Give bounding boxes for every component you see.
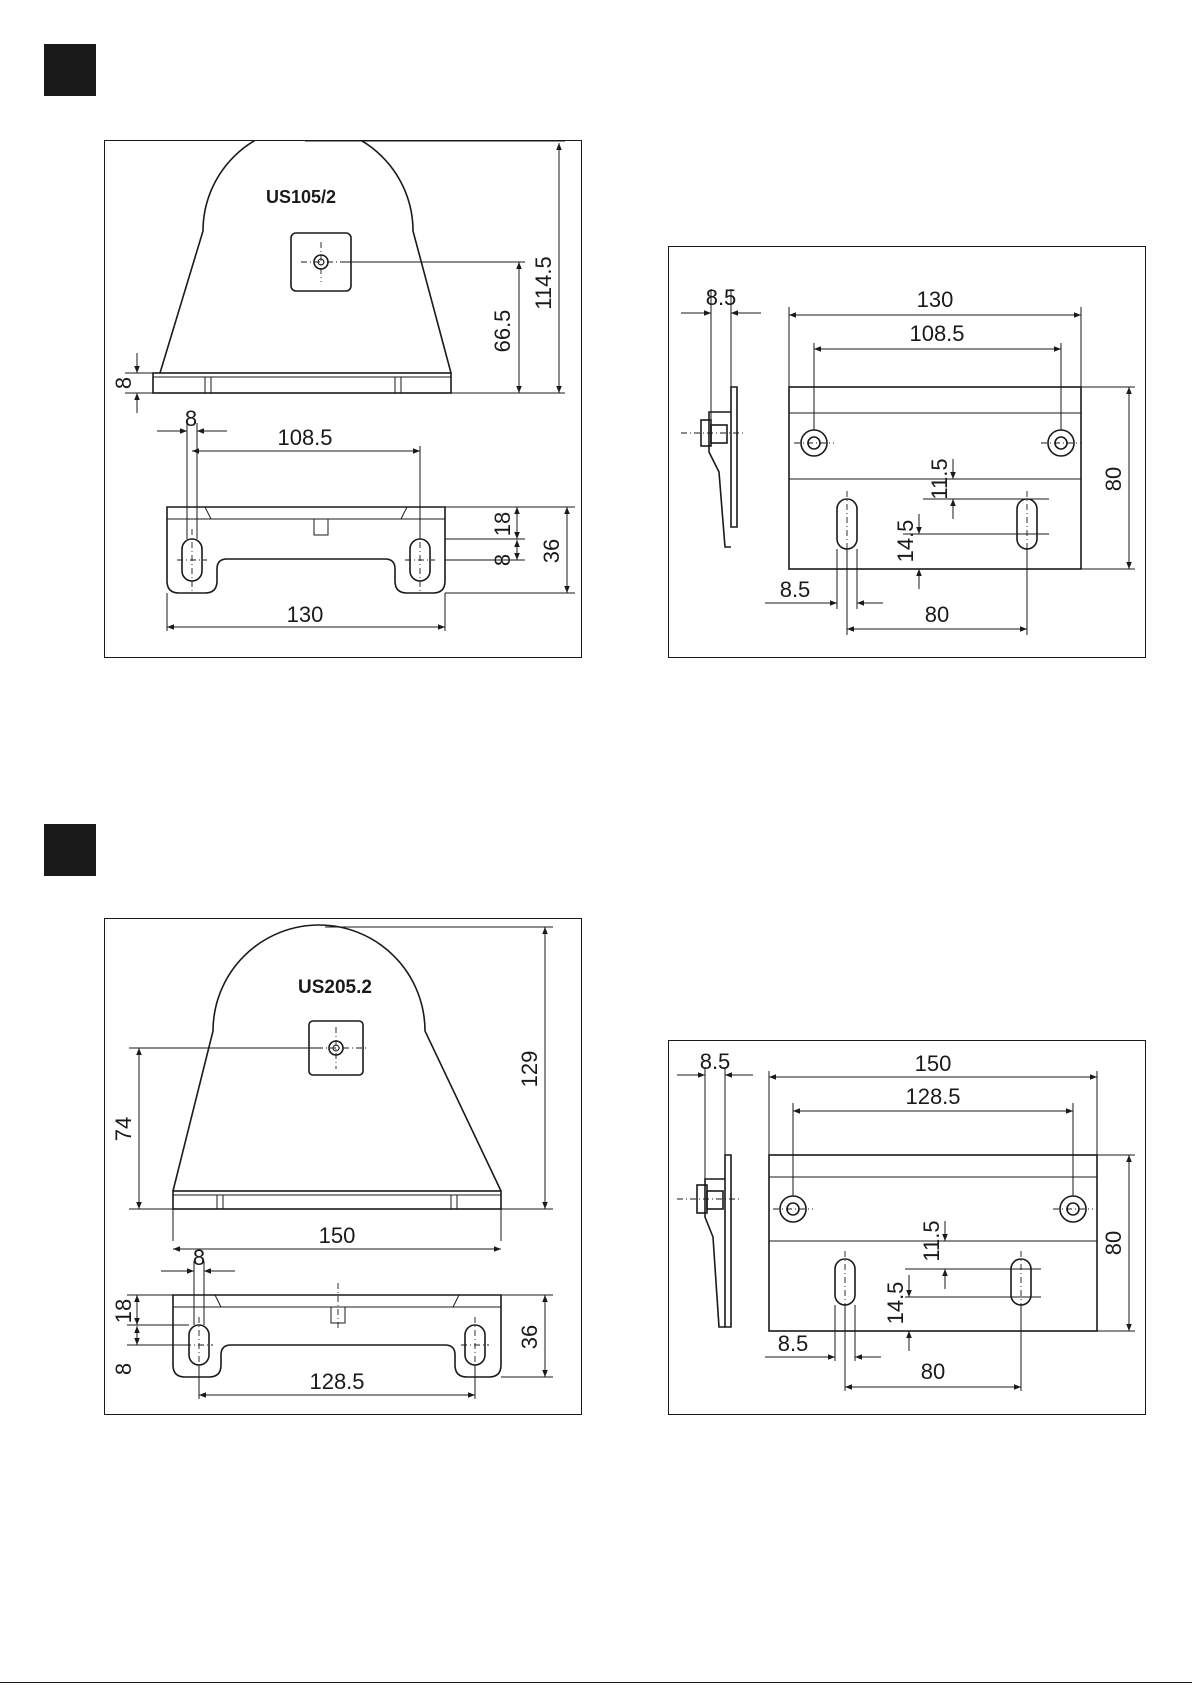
dim-width: 150 [319,1223,356,1248]
bracket-drawing-1: 8.5 130 108.5 80 11.5 14.5 [669,247,1147,659]
base-plate [153,373,451,393]
base-plate [173,1191,501,1209]
dim-slot-pitch: 128.5 [309,1369,364,1394]
dim-depth-2: 8 [490,554,515,566]
figure-1-marker [44,44,96,96]
dim-offset-1: 11.5 [919,1220,944,1261]
dim-slot-width: 8.5 [778,1331,809,1356]
dim-slot-pitch: 80 [921,1359,945,1384]
dim-offset-2: 14.5 [893,520,918,563]
footer-rule [0,1682,1192,1683]
figure-1-front-panel: US105/2 66.5 114.5 8 8 [104,140,582,658]
dim-height-center: 66.5 [490,310,515,353]
dome-outline [160,141,451,373]
dim-offset-2: 14.5 [883,1282,908,1325]
dim-base-thickness: 8 [111,377,136,389]
side-plate [731,387,737,527]
dim-slot-pitch: 80 [925,602,949,627]
dim-hole-pitch: 128.5 [905,1084,960,1109]
side-plate [725,1155,731,1327]
figure-2-marker [44,824,96,876]
dim-depth-total: 36 [539,539,564,563]
us205-drawing: US205.2 74 129 150 8 [105,919,583,1416]
dim-bracket-height: 80 [1101,1231,1126,1255]
model-label: US205.2 [298,977,372,998]
figure-2-front-panel: US205.2 74 129 150 8 [104,918,582,1415]
us105-drawing: US105/2 66.5 114.5 8 8 [105,141,583,659]
dim-height-center: 74 [111,1117,136,1141]
dim-depth-1: 18 [490,512,515,536]
dim-depth-total: 36 [517,1325,542,1349]
dim-plate-thickness: 8.5 [700,1049,731,1074]
dim-bracket-width: 130 [917,287,954,312]
dome-outline [173,925,501,1191]
dim-width: 130 [287,602,324,627]
dim-bracket-height: 80 [1101,467,1126,491]
dim-plate-thickness: 8.5 [706,285,737,310]
dim-depth-1: 18 [111,1299,136,1323]
figure-2-bracket-panel: 8.5 150 128.5 80 11.5 14.5 [668,1040,1146,1415]
figure-1-bracket-panel: 8.5 130 108.5 80 11.5 14.5 [668,246,1146,658]
dim-bracket-width: 150 [915,1051,952,1076]
dim-depth-2: 8 [111,1363,136,1375]
model-label: US105/2 [266,187,336,207]
dim-slot-offset: 8 [193,1245,205,1270]
bottom-view-outline [167,507,445,593]
dim-hole-pitch: 108.5 [909,321,964,346]
dim-height-total: 114.5 [531,256,556,309]
bracket-drawing-2: 8.5 150 128.5 80 11.5 14.5 [669,1041,1147,1416]
dim-slot-pitch: 108.5 [277,425,332,450]
dim-height-total: 129 [517,1051,542,1088]
dim-slot-offset: 8 [185,406,197,431]
dim-offset-1: 11.5 [927,458,952,499]
dim-slot-width: 8.5 [780,577,811,602]
